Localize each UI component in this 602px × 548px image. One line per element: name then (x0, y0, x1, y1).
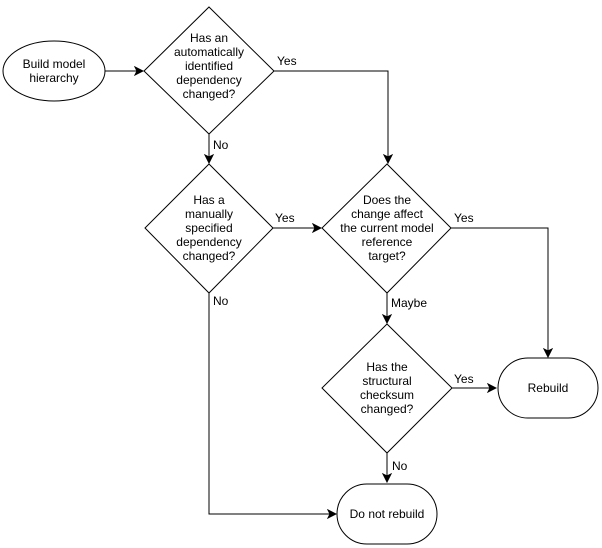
node-do-not-rebuild: Do not rebuild (349, 507, 425, 521)
node-build-hierarchy: Build model hierarchy (22, 57, 86, 85)
edge-label-auto-yes: Yes (277, 54, 297, 68)
decision-diamond-affect (321, 163, 452, 294)
edge-auto-yes (274, 70, 388, 163)
start-ellipse (2, 40, 106, 102)
edge-label-affect-maybe: Maybe (391, 296, 428, 310)
edge-label-checksum-yes: Yes (454, 372, 474, 386)
edge-manual-no (208, 293, 336, 514)
edge-label-manual-yes: Yes (275, 211, 295, 225)
decision-diamond-manual (144, 163, 274, 294)
node-affect-target: Does the change affect the current model… (340, 193, 434, 263)
decision-diamond-checksum (321, 323, 453, 454)
edge-label-checksum-no: No (392, 459, 408, 473)
edge-affect-yes (451, 227, 548, 357)
terminal-no-rebuild (336, 483, 438, 545)
edge-label-affect-yes: Yes (454, 211, 474, 225)
edge-label-auto-no: No (213, 138, 229, 152)
node-structural-checksum: Has the structural checksum changed? (359, 360, 415, 416)
decision-diamond-auto (143, 6, 275, 135)
node-manual-dependency: Has a manually specified dependency chan… (176, 193, 242, 263)
node-rebuild: Rebuild (527, 381, 569, 395)
node-auto-dependency: Has an automatically identified dependen… (173, 31, 245, 101)
terminal-rebuild (497, 357, 599, 419)
edge-label-manual-no: No (213, 294, 229, 308)
